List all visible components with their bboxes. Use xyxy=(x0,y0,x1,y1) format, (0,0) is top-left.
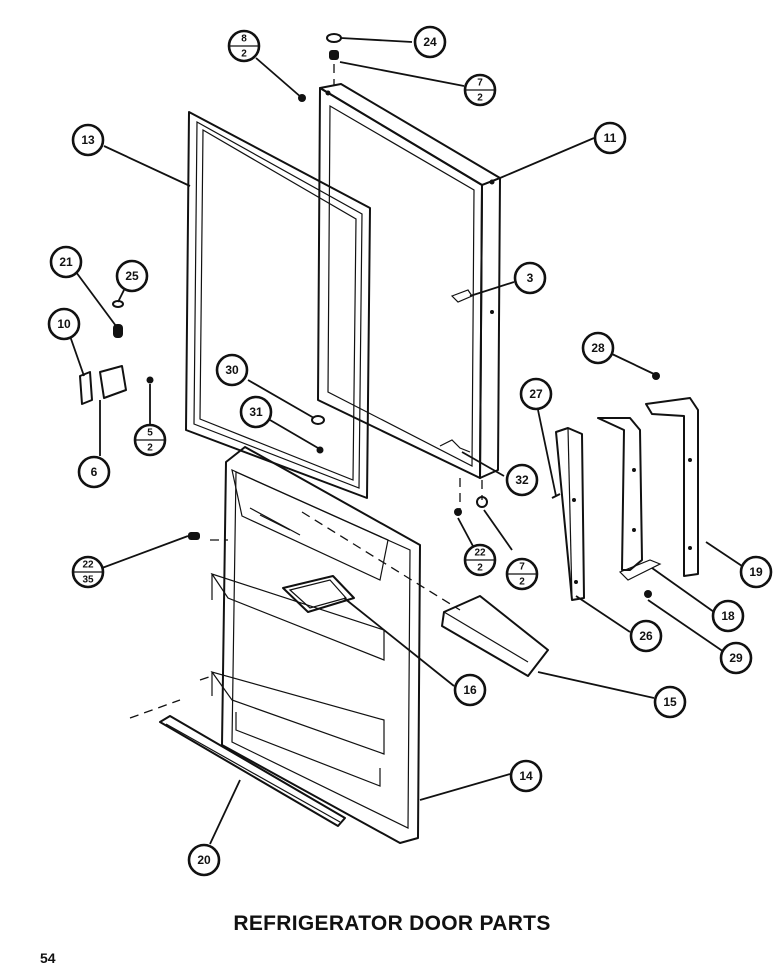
callout-label: 3 xyxy=(527,271,534,285)
small-hardware xyxy=(79,33,660,598)
fraction-top: 22 xyxy=(474,548,486,559)
vertical-channel xyxy=(555,427,585,601)
fraction-callout-7-2-top: 7 2 xyxy=(463,73,497,107)
fraction-top: 8 xyxy=(241,34,247,45)
callout-label: 29 xyxy=(729,651,743,665)
callout-label: 32 xyxy=(515,473,529,487)
callout-10: 10 xyxy=(47,307,81,341)
callout-3: 3 xyxy=(513,261,547,295)
fraction-callout-22-35: 22 35 xyxy=(71,555,105,589)
fraction-bottom: 2 xyxy=(477,563,483,574)
callout-label: 6 xyxy=(91,465,98,479)
callout-label: 25 xyxy=(125,269,139,283)
fraction-bottom: 35 xyxy=(82,575,94,586)
callout-19: 19 xyxy=(739,555,773,589)
fraction-top: 22 xyxy=(82,560,94,571)
callout-label: 10 xyxy=(57,317,71,331)
callout-label: 24 xyxy=(423,35,437,49)
callout-14: 14 xyxy=(509,759,543,793)
callout-11: 11 xyxy=(593,121,627,155)
outer-door-panel xyxy=(317,83,501,479)
bottom-trim-strip xyxy=(159,715,346,827)
fraction-top: 7 xyxy=(477,78,483,89)
door-liner-frame xyxy=(185,111,371,499)
callout-30: 30 xyxy=(215,353,249,387)
callout-31: 31 xyxy=(239,395,273,429)
callout-27: 27 xyxy=(519,377,553,411)
fraction-top: 7 xyxy=(519,562,525,573)
hinge-plate xyxy=(645,397,699,577)
fraction-callout-22-2: 22 2 xyxy=(463,543,497,577)
callout-18: 18 xyxy=(711,599,745,633)
callout-15: 15 xyxy=(653,685,687,719)
callout-label: 31 xyxy=(249,405,263,419)
callout-label: 15 xyxy=(663,695,677,709)
callout-32: 32 xyxy=(505,463,539,497)
inner-door-panel xyxy=(210,446,421,844)
fraction-callout-7-2-bottom: 7 2 xyxy=(505,557,539,591)
callout-21: 21 xyxy=(49,245,83,279)
fraction-bottom: 2 xyxy=(241,49,247,60)
callout-label: 30 xyxy=(225,363,239,377)
callout-label: 27 xyxy=(529,387,543,401)
fraction-bottom: 2 xyxy=(477,93,483,104)
assembly-dashed-lines xyxy=(129,64,483,719)
callout-13: 13 xyxy=(71,123,105,157)
page-number: 54 xyxy=(40,950,56,966)
fraction-bottom: 2 xyxy=(147,443,153,454)
callout-28: 28 xyxy=(581,331,615,365)
callout-6: 6 xyxy=(77,455,111,489)
callout-label: 21 xyxy=(59,255,73,269)
fraction-top: 5 xyxy=(147,428,153,439)
callout-label: 14 xyxy=(519,769,533,783)
shelf-rail xyxy=(441,595,549,677)
callout-24: 24 xyxy=(413,25,447,59)
callout-label: 20 xyxy=(197,853,211,867)
callout-label: 18 xyxy=(721,609,735,623)
callout-16: 16 xyxy=(453,673,487,707)
callout-label: 16 xyxy=(463,683,477,697)
fraction-bottom: 2 xyxy=(519,577,525,588)
callout-label: 19 xyxy=(749,565,763,579)
callout-label: 11 xyxy=(604,131,617,145)
leader-lines xyxy=(69,37,743,845)
mounting-bracket xyxy=(597,417,662,581)
fraction-callout-5-2: 5 2 xyxy=(133,423,167,457)
callout-26: 26 xyxy=(629,619,663,653)
callout-label: 13 xyxy=(81,133,95,147)
callout-20: 20 xyxy=(187,843,221,877)
fraction-callout-8-2: 8 2 xyxy=(227,29,261,63)
callout-label: 26 xyxy=(639,629,653,643)
callout-29: 29 xyxy=(719,641,753,675)
callout-25: 25 xyxy=(115,259,149,293)
callout-label: 28 xyxy=(591,341,605,355)
diagram-title: REFRIGERATOR DOOR PARTS xyxy=(233,912,551,935)
